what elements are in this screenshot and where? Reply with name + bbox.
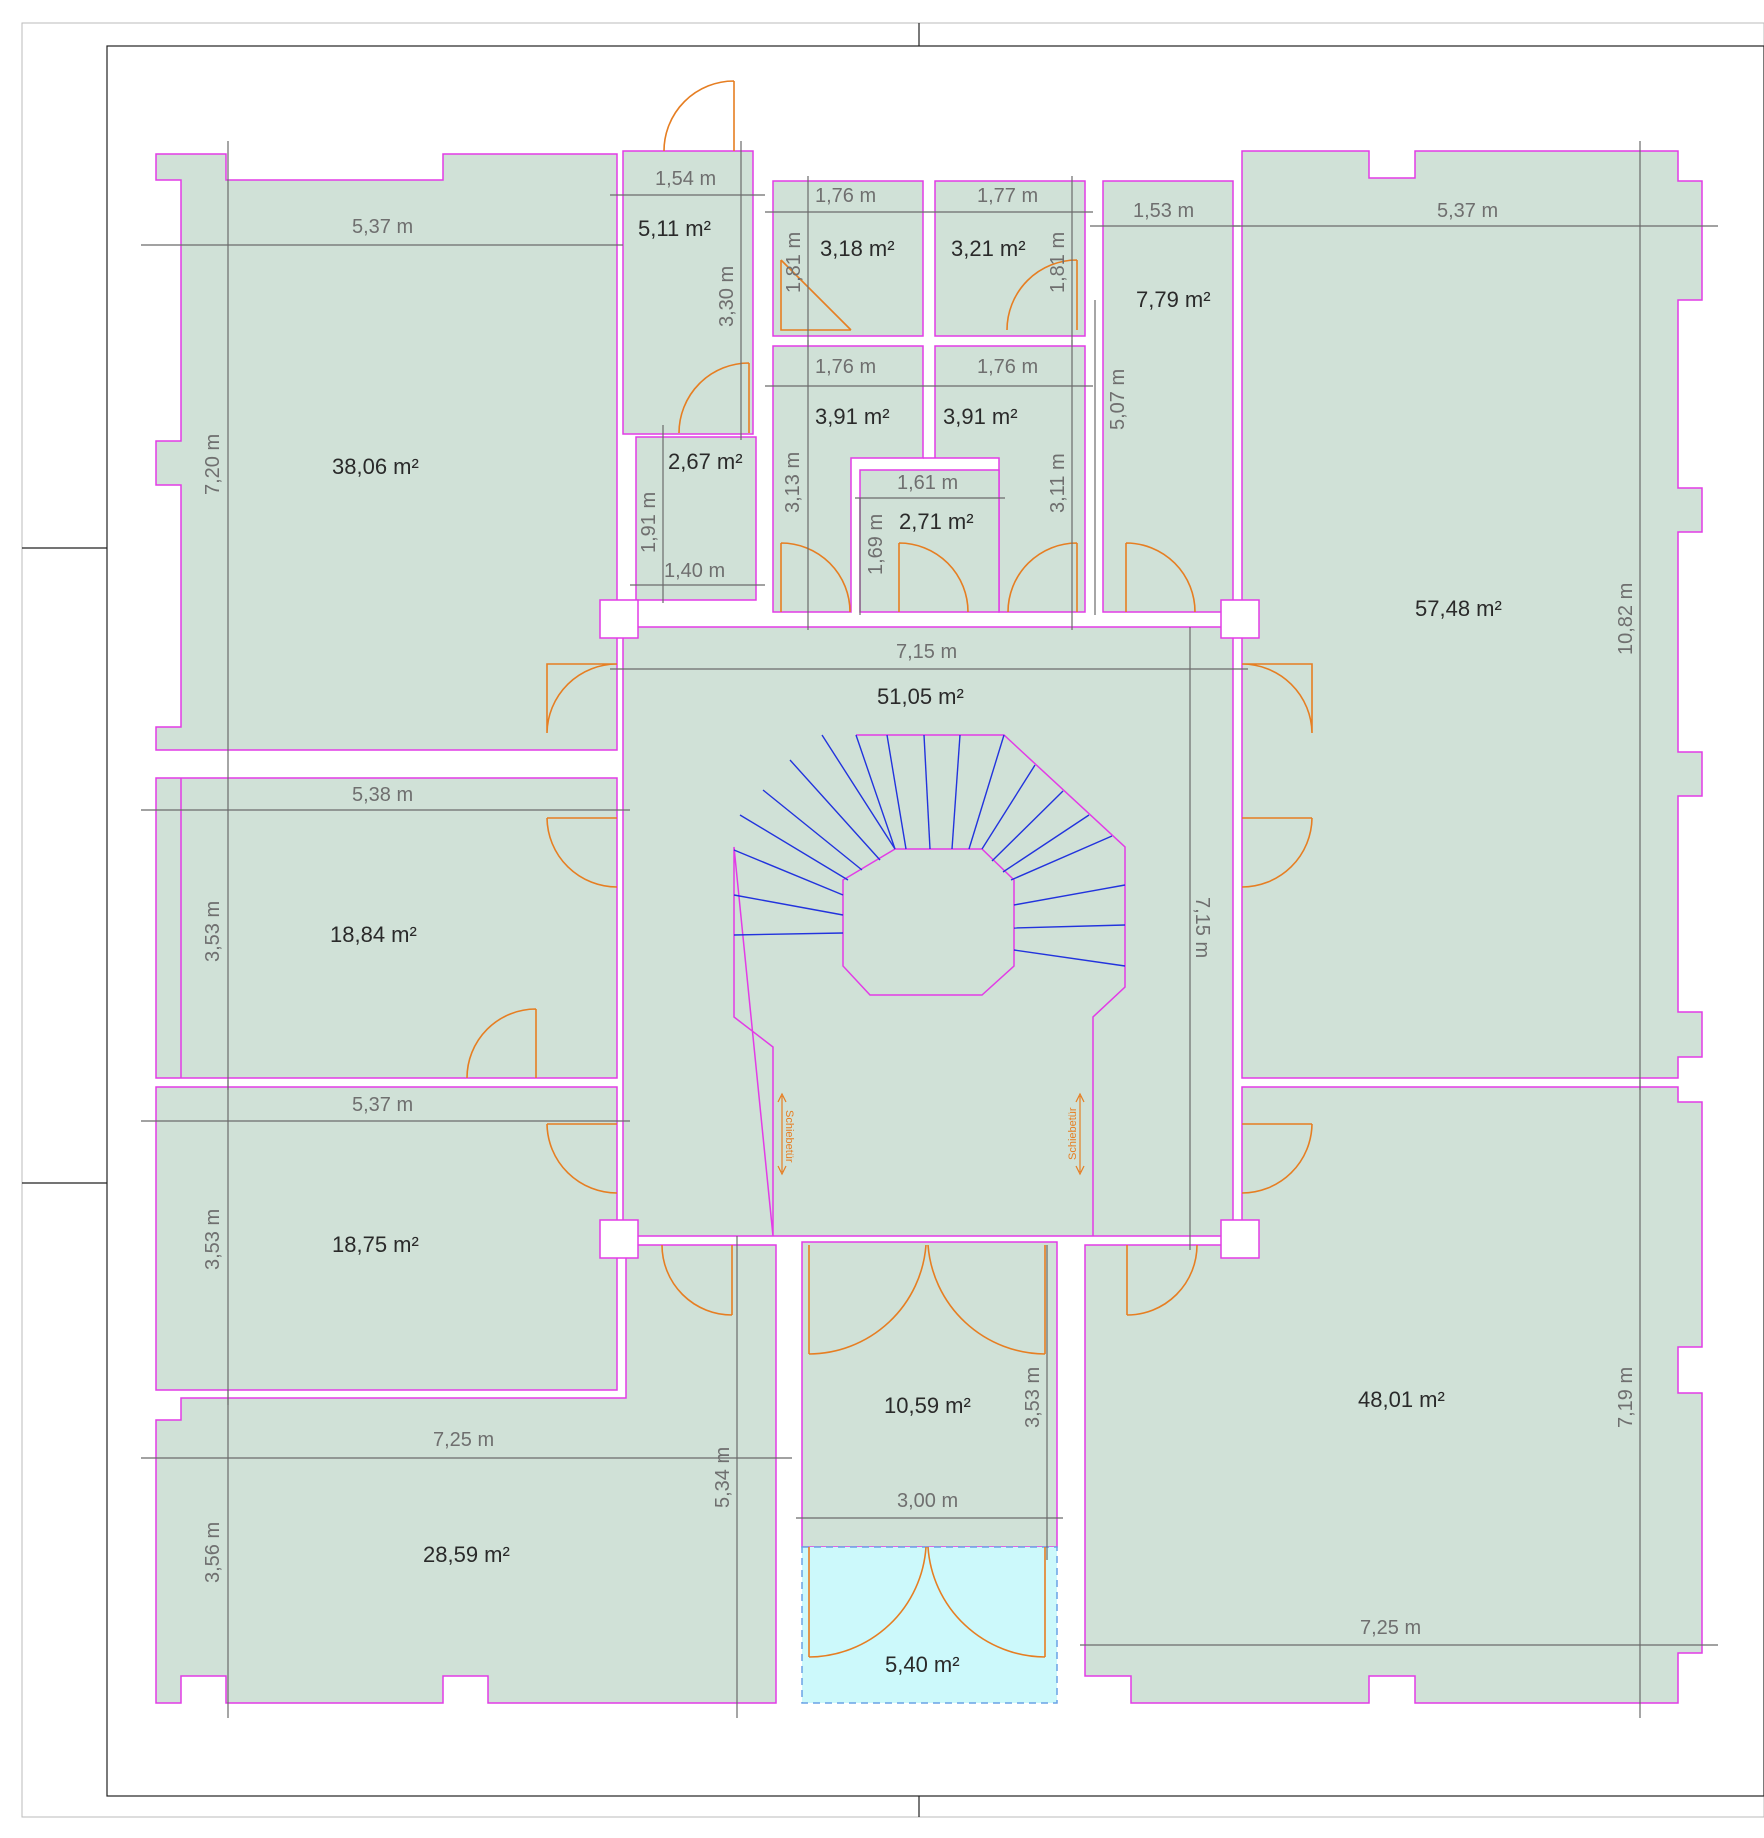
sliding-door-left: Schiebetür [777,1092,795,1176]
area-label-18-84: 18,84 m² [330,922,417,947]
area-label-2-71: 2,71 m² [899,509,974,534]
pillar-sw [599,1219,639,1259]
dim-room4801-width: 7,25 m [1360,1617,1421,1639]
pillar-nw [599,599,639,639]
area-label-38-06: 38,06 m² [332,454,419,479]
area-label-3-91-b: 3,91 m² [943,404,1018,429]
dim-room2859-height-left: 3,56 m [202,1522,224,1583]
room-7-79 [1102,180,1234,613]
drawing-frame [106,45,1764,1797]
dim-room318-width: 1,76 m [815,185,876,207]
room-3-91-a [772,345,924,613]
area-label-28-59: 28,59 m² [423,1542,510,1567]
room-28-59 [155,1244,777,1704]
dim-room2859-width: 7,25 m [433,1429,494,1451]
pillar-se [1220,1219,1260,1259]
dim-room38-height: 7,20 m [202,434,224,495]
area-label-18-75: 18,75 m² [332,1232,419,1257]
dim-room318-height: 1,81 m [783,232,805,293]
area-label-2-67: 2,67 m² [668,449,743,474]
dim-room321-width: 1,77 m [977,185,1038,207]
dim-room1875-height: 3,53 m [202,1209,224,1270]
dim-room1059-height: 3,53 m [1022,1367,1044,1428]
dim-room391a-height: 3,13 m [782,452,804,513]
dim-room1884-width: 5,38 m [352,784,413,806]
area-label-57-48: 57,48 m² [1415,596,1502,621]
sheet-border [21,22,1764,1818]
dim-room511-height: 3,30 m [716,266,738,327]
room-57-48 [1241,150,1703,1079]
room-3-18 [772,180,924,337]
room-5-11 [622,150,754,435]
dim-room391b-width: 1,76 m [977,356,1038,378]
dim-room391a-width: 1,76 m [815,356,876,378]
dim-room2859-height-right: 5,34 m [712,1447,734,1508]
dim-room391b-height: 3,11 m [1047,453,1069,513]
room-10-59 [801,1241,1058,1548]
dim-room1059-width: 3,00 m [897,1490,958,1512]
sliding-door-left-label: Schiebetür [783,1110,795,1163]
dimension-lines [141,141,1718,1718]
dim-room4801-height: 7,19 m [1615,1367,1637,1428]
stair-steps [733,734,1126,967]
area-label-48-01: 48,01 m² [1358,1387,1445,1412]
dim-room5748-height: 10,82 m [1615,583,1637,655]
dim-room5105-width: 7,15 m [896,641,957,663]
dim-room1875-width: 5,37 m [352,1094,413,1116]
stair-outline [733,734,1126,1237]
area-label-3-21: 3,21 m² [951,236,1026,261]
dim-room321-height: 1,81 m [1047,232,1069,293]
area-label-51-05: 51,05 m² [877,684,964,709]
dim-room267-height: 1,91 m [638,492,660,553]
dim-room271-height: 1,69 m [865,514,887,575]
doors [466,80,1313,1658]
room-51-05 [622,626,1234,1237]
dim-room1884-height: 3,53 m [202,901,224,962]
sliding-door-right-label: Schiebetür [1067,1107,1079,1160]
area-label-3-18: 3,18 m² [820,236,895,261]
dim-room5105-height: 7,15 m [1191,897,1213,958]
area-label-5-40: 5,40 m² [885,1652,960,1677]
dim-room271-width: 1,61 m [897,472,958,494]
area-label-7-79: 7,79 m² [1136,287,1211,312]
dim-room779-height: 5,07 m [1107,369,1129,430]
area-label-5-11: 5,11 m² [638,216,711,241]
dim-room511-width: 1,54 m [655,168,716,190]
stair-core [842,848,1015,996]
dim-room267-width: 1,40 m [664,560,725,582]
room-2-67 [635,436,757,601]
room-5-40 [801,1546,1058,1704]
room-18-84 [155,777,618,1079]
room-48-01 [1084,1086,1703,1704]
area-label-10-59: 10,59 m² [884,1393,971,1418]
pillar-ne [1220,599,1260,639]
area-label-3-91-a: 3,91 m² [815,404,890,429]
dim-room38-width: 5,37 m [352,216,413,238]
room-2-71 [859,469,1000,613]
dim-room5748-width: 5,37 m [1437,200,1498,222]
dim-room779-width: 1,53 m [1133,200,1194,222]
sliding-door-right: Schiebetür [1067,1092,1085,1176]
room-38 [155,153,618,751]
room-18-75 [155,1086,618,1391]
